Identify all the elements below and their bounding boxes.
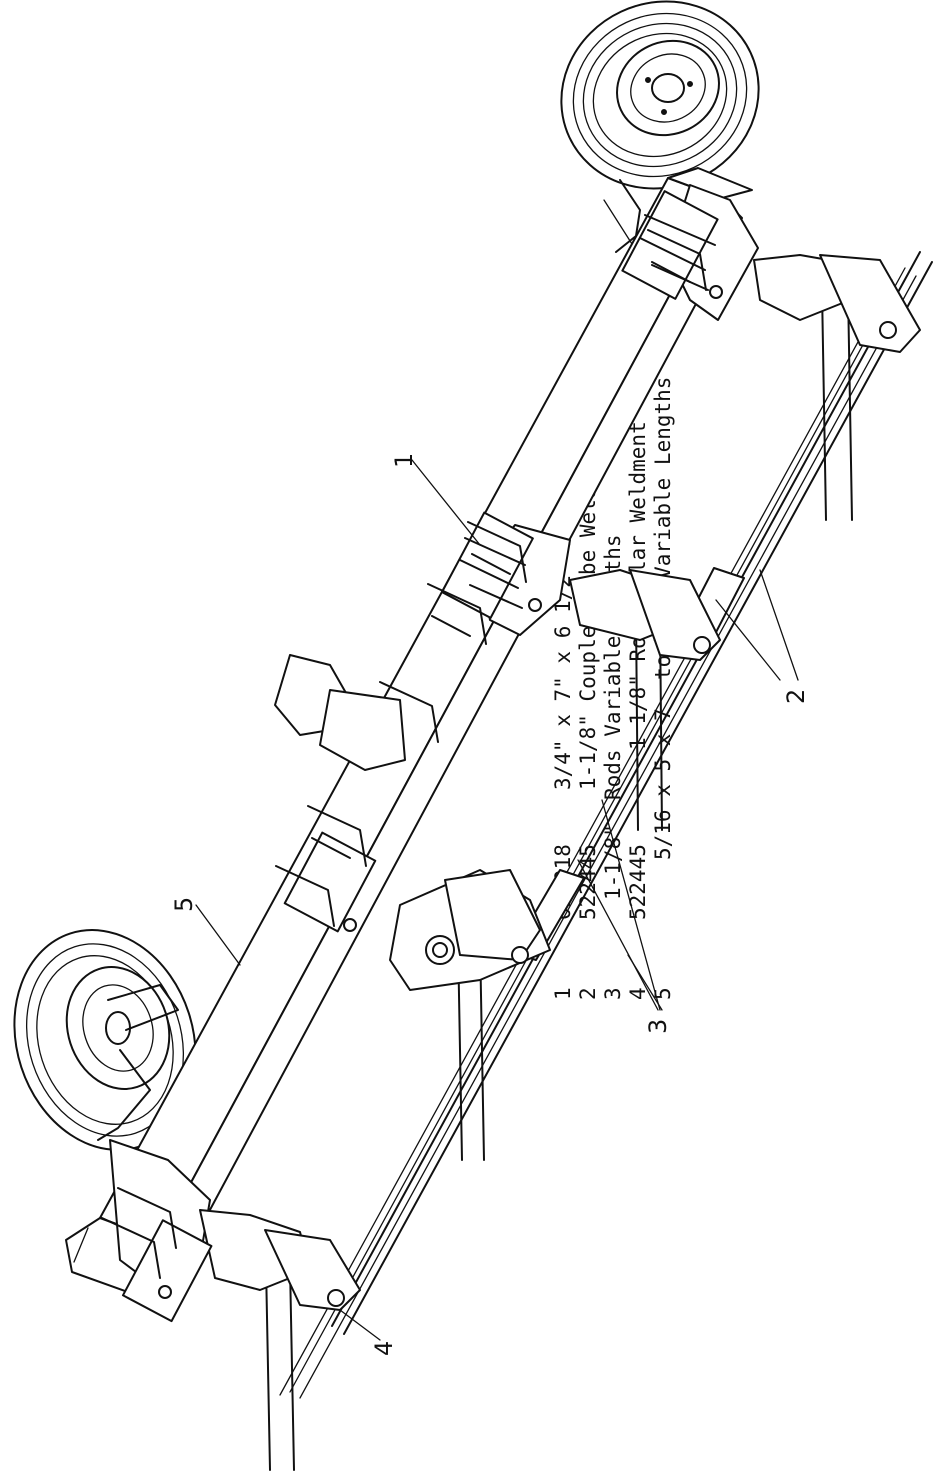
parts-row-5-part-number: 5/16 x 5 x 7 <box>651 708 675 860</box>
parts-row-1-item: 1 <box>551 987 575 1000</box>
callout-3: 3 <box>644 1019 672 1034</box>
bracket-top <box>621 184 921 353</box>
parts-row-3-item: 3 <box>601 987 625 1000</box>
callout-4: 4 <box>370 1341 398 1356</box>
callout-5: 5 <box>170 897 198 912</box>
callout-1: 1 <box>390 453 418 468</box>
bracket-middle-hitch <box>274 654 551 991</box>
wheel-bottom <box>13 929 197 1151</box>
parts-row-4-item: 4 <box>626 987 650 1000</box>
callout-leaders <box>195 459 799 1341</box>
parts-row-2-item: 2 <box>576 987 600 1000</box>
parts-row-4-part-number: 522445 <box>626 844 650 920</box>
parts-row-3-part-number: 1-1/8" <box>601 824 625 900</box>
parts-list-row-5: 5 5/16 x 5 x 7 toolbar Variable Lengths <box>651 377 675 1000</box>
u-bolts <box>101 229 707 1279</box>
bracket-bottom <box>109 1139 361 1323</box>
bracket-mid-upper <box>441 511 721 661</box>
parts-list-row-4: 4 522445 1 1/8" Rod Collar Weldment <box>626 421 650 1000</box>
callout-labels: 1 2 3 4 5 <box>170 453 810 1356</box>
wheel-top <box>560 0 760 263</box>
callout-2: 2 <box>782 689 810 704</box>
